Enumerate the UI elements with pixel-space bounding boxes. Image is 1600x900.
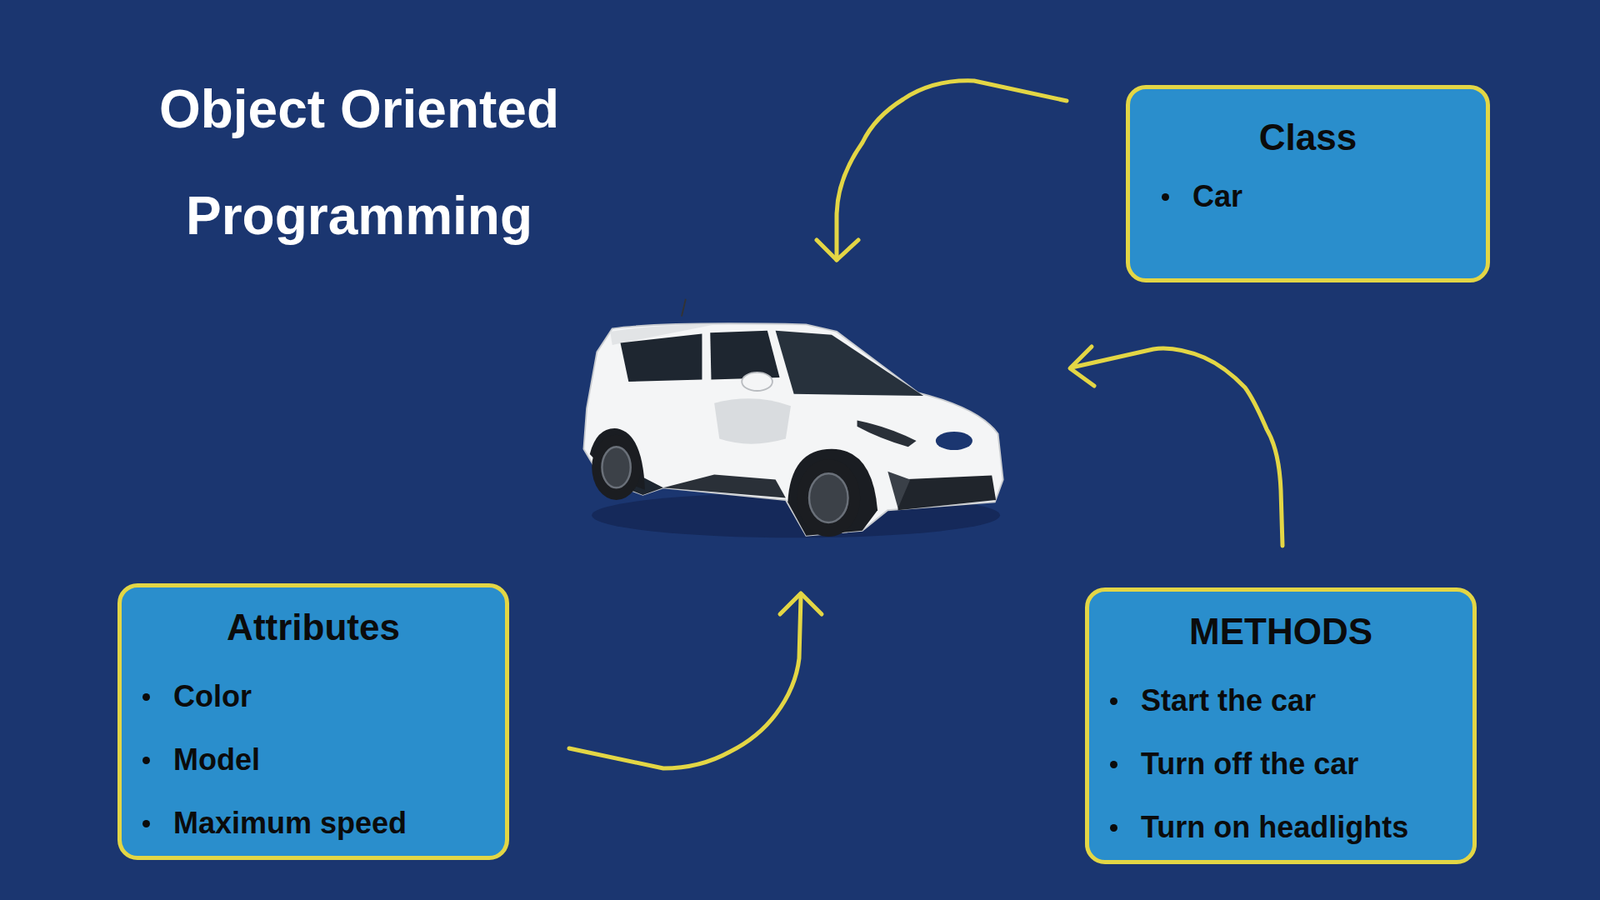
bullet-item: Color [173,678,252,715]
bullet-item: Maximum speed [173,805,407,841]
bullet-dot [1110,760,1118,769]
class-box: ClassCar [1125,85,1490,283]
bullet-item: Car [1192,178,1243,215]
logo-blot [935,431,973,450]
antenna [681,299,686,317]
bullet-dot [142,820,150,828]
arrow-line [836,80,1067,260]
door-shade [714,398,791,444]
arrow-head [816,240,859,260]
bullet-dot [142,756,150,765]
car-illustration [583,299,1003,539]
mirror [741,372,773,391]
bullet-item: Model [173,741,260,778]
box-heading: METHODS [1189,610,1373,655]
box-heading: Attributes [226,605,400,650]
arrow-line [1071,348,1283,546]
methods-box: METHODS Start the carTurn off the carTurn… [1085,587,1477,865]
bullet-dot [142,693,150,701]
car-sill [663,474,786,498]
headlight [857,420,917,447]
arrow-head [1070,346,1095,386]
arrow-line [569,596,801,769]
bullet-dot [1110,697,1118,705]
wheel-rim [601,446,630,488]
car-windshield [775,330,925,396]
grille-accent [887,471,910,509]
bullet-dot [1110,824,1118,832]
title: Object Oriented Programming [109,55,610,270]
bullet-item: Start the car [1140,682,1316,719]
bullet-item: Turn off the car [1140,745,1359,782]
bullet-dot [1161,193,1170,201]
wheel-rim [809,473,849,523]
bullet-item: Turn on headlights [1140,809,1409,845]
car-window [710,330,780,380]
box-heading: Class [1259,115,1357,160]
car-window [620,333,702,382]
attributes-box: AttributesColorModelMaximum speed [117,583,510,860]
wheel [591,435,641,500]
wheel [796,459,860,537]
arrow-head [780,593,822,615]
car-body [583,323,1003,536]
grille [898,475,997,511]
